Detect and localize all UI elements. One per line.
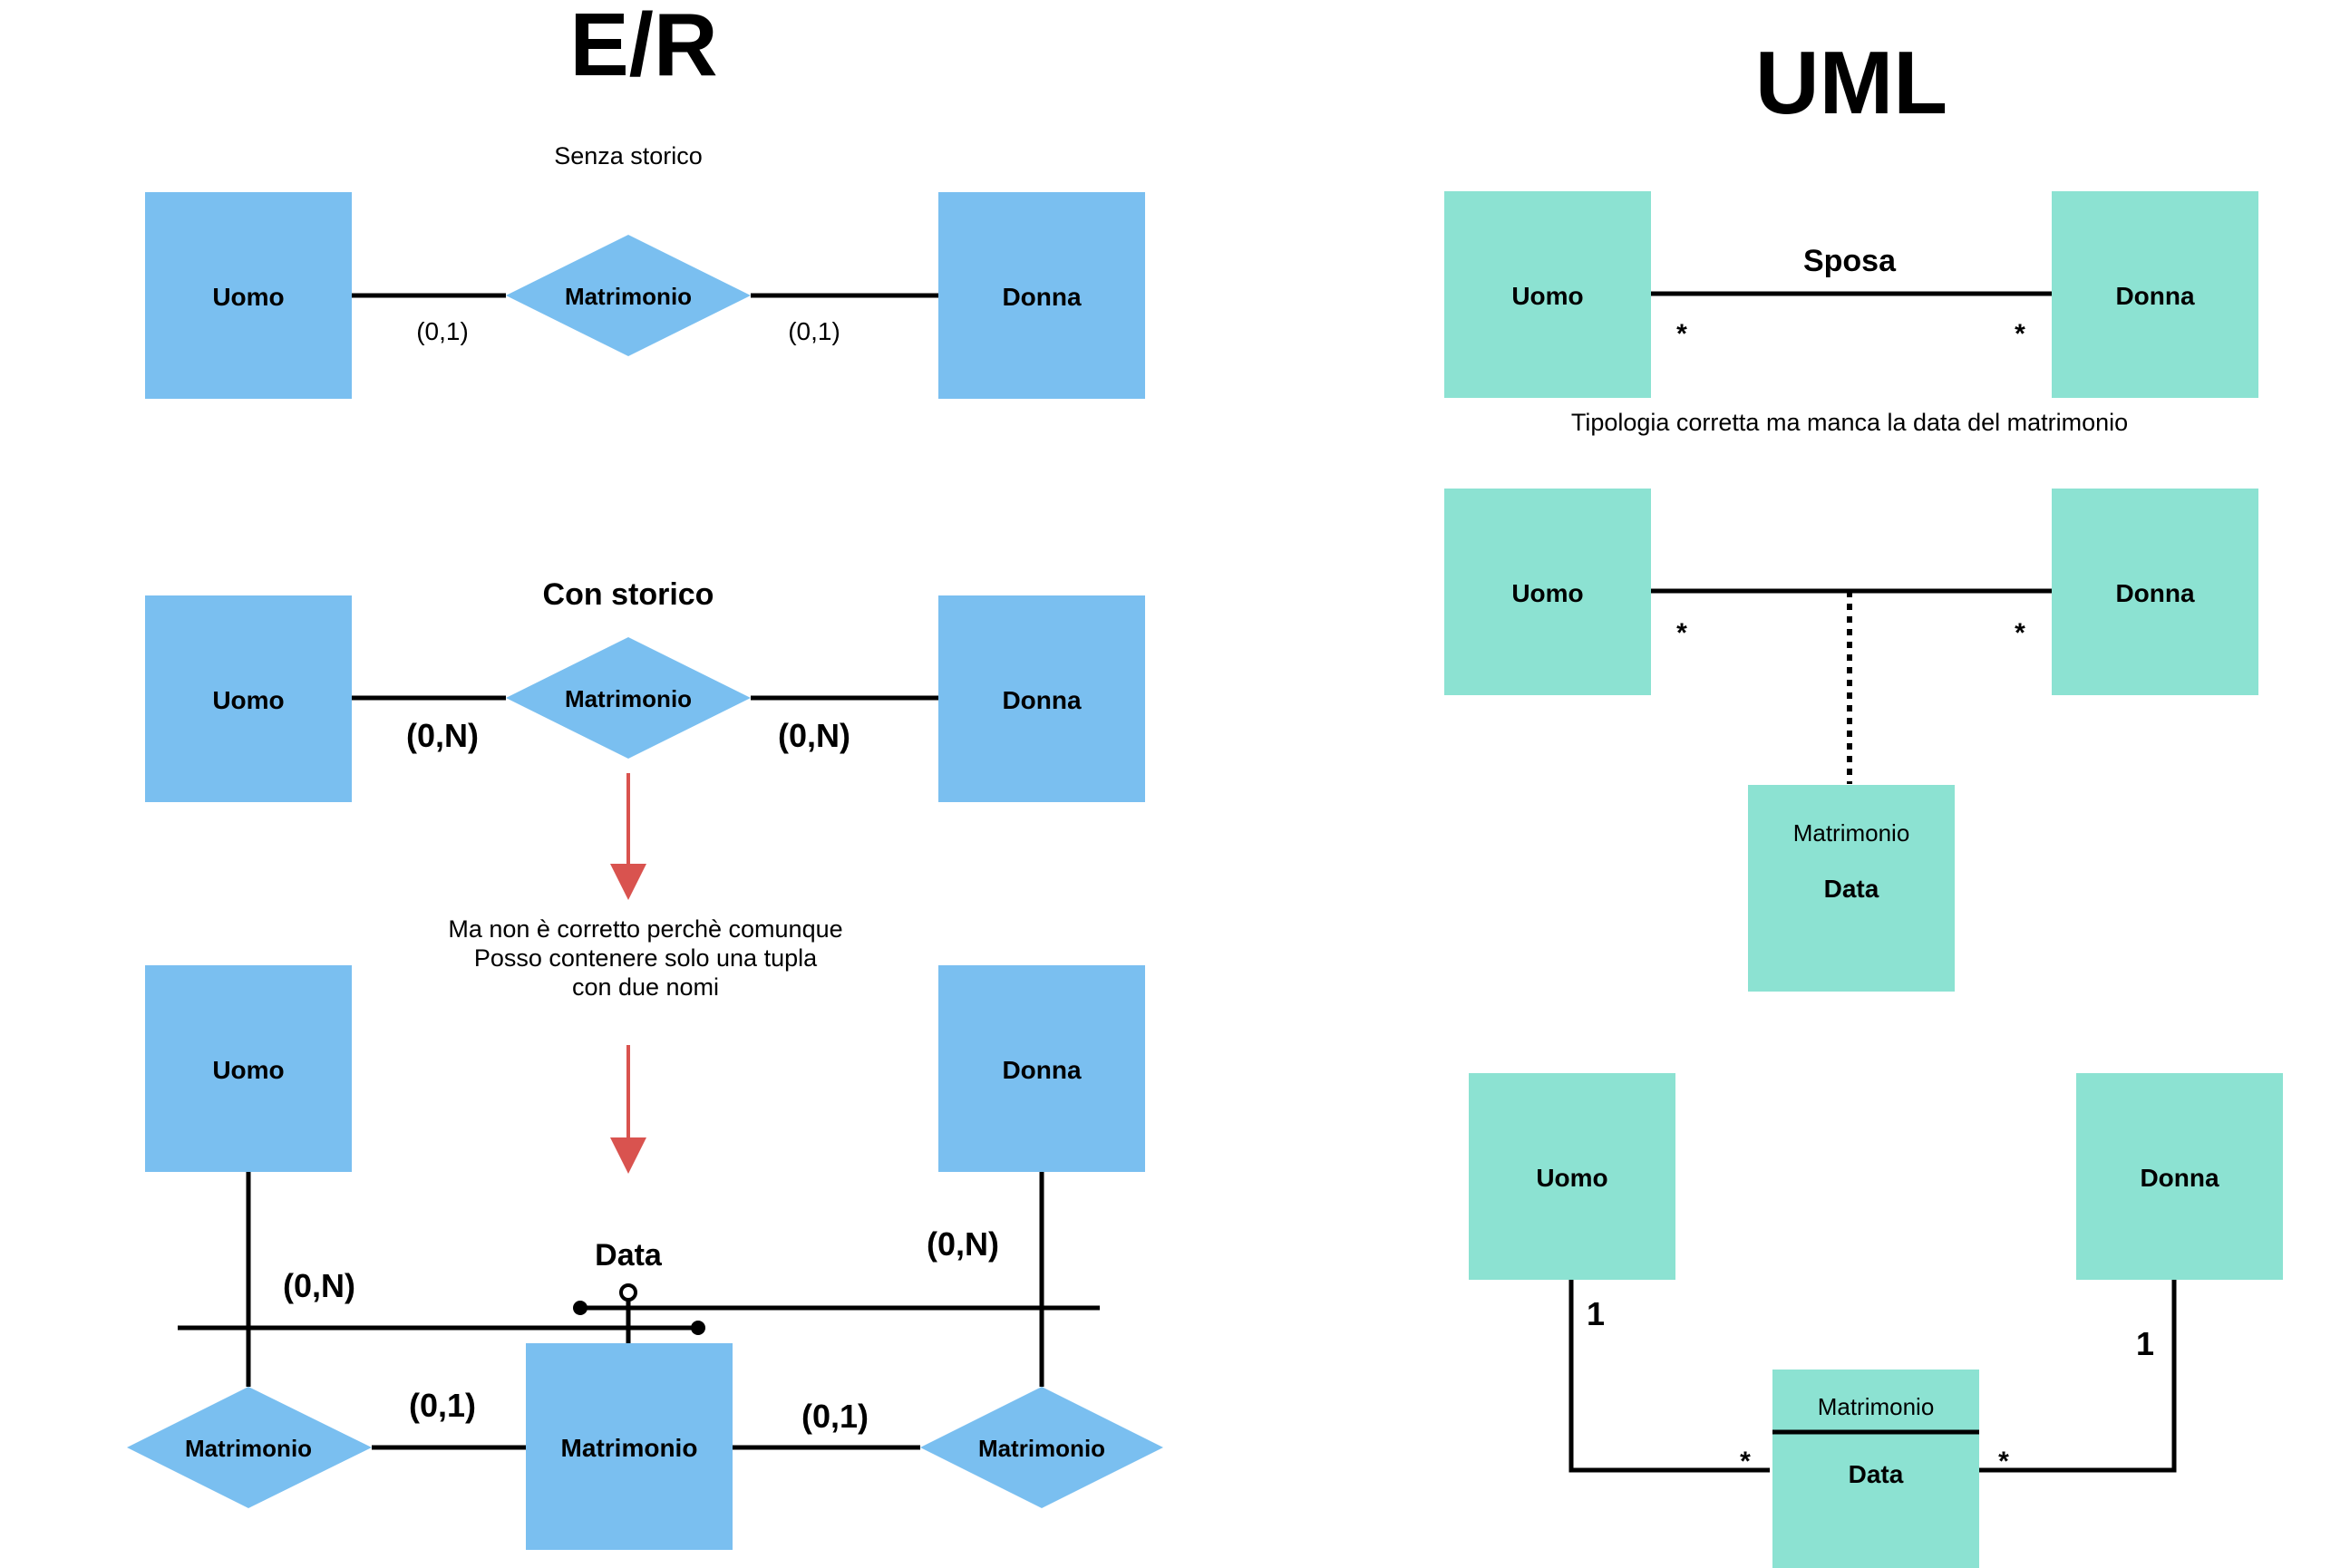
er-relation-label: Matrimonio xyxy=(185,1435,312,1462)
er-entity-donna[interactable] xyxy=(938,595,1145,802)
er-entity-donna[interactable] xyxy=(938,192,1145,399)
uml-class-label: Uomo xyxy=(1536,1164,1607,1192)
uml-multiplicity: * xyxy=(1676,618,1687,648)
uml-association-name: Sposa xyxy=(1803,244,1897,278)
er-relation-label: Matrimonio xyxy=(565,685,692,712)
uml-multiplicity: 1 xyxy=(2136,1325,2154,1362)
uml-class-name: Matrimonio xyxy=(1818,1393,1935,1420)
er-cardinality: (0,1) xyxy=(801,1398,869,1435)
key-dot xyxy=(573,1301,588,1315)
uml-class-matrimonio[interactable] xyxy=(1772,1370,1979,1568)
er-cardinality: (0,1) xyxy=(409,1387,476,1424)
er-cardinality: (0,N) xyxy=(406,717,479,754)
er-relation-matrimonio-left[interactable] xyxy=(127,1387,372,1508)
uml-association-line xyxy=(1975,1278,2177,1473)
uml-class-label: Donna xyxy=(2140,1164,2219,1192)
er-entity-donna[interactable] xyxy=(938,965,1145,1172)
er-entity-label: Uomo xyxy=(212,686,284,714)
er-relation-matrimonio[interactable] xyxy=(506,637,751,759)
uml-caption: Tipologia corretta ma manca la data del … xyxy=(1571,409,2128,436)
er-cardinality: (0,N) xyxy=(283,1267,355,1304)
er-entity-label: Donna xyxy=(1002,1056,1082,1084)
er-section-matrimonio-entity: Data Uomo Donna Matrimonio Matrimonio Ma… xyxy=(127,965,1163,1550)
er-note-line3: con due nomi xyxy=(572,973,719,1001)
uml-class-attribute: Data xyxy=(1824,875,1879,903)
er-relation-matrimonio-right[interactable] xyxy=(920,1387,1163,1508)
uml-multiplicity: 1 xyxy=(1587,1295,1605,1332)
er-note: Ma non è corretto perchè comunque Posso … xyxy=(448,915,842,1001)
uml-association-class-matrimonio[interactable] xyxy=(1748,785,1955,992)
key-dot xyxy=(691,1321,705,1335)
uml-class-label: Uomo xyxy=(1511,282,1583,310)
uml-class-donna[interactable] xyxy=(2052,191,2258,398)
er-entity-label: Donna xyxy=(1002,686,1082,714)
er-note-line2: Posso contenere solo una tupla xyxy=(474,944,818,972)
er-entity-label: Uomo xyxy=(212,283,284,311)
uml-class-uomo[interactable] xyxy=(1469,1073,1675,1280)
er-entity-label: Uomo xyxy=(212,1056,284,1084)
er-section-con-storico: Con storico Uomo Matrimonio Donna (0,N) … xyxy=(145,577,1145,802)
attribute-circle xyxy=(619,1283,637,1302)
uml-class-label: Donna xyxy=(2115,579,2195,607)
uml-multiplicity: * xyxy=(2015,618,2025,648)
er-attribute-data: Data xyxy=(595,1238,663,1273)
uml-section-1: Uomo Donna Sposa * * Tipologia corretta … xyxy=(1444,191,2258,436)
uml-class-name: Matrimonio xyxy=(1793,819,1910,847)
uml-class-label: Uomo xyxy=(1511,579,1583,607)
er-cardinality: (0,1) xyxy=(788,317,840,345)
uml-association-line xyxy=(1568,1278,1770,1473)
er-relation-label: Matrimonio xyxy=(565,283,692,310)
er-section2-subtitle: Con storico xyxy=(543,577,714,612)
er-entity-uomo[interactable] xyxy=(145,192,352,399)
er-note-line1: Ma non è corretto perchè comunque xyxy=(448,915,842,943)
er-cardinality: (0,N) xyxy=(778,717,850,754)
uml-section-3: Uomo Donna Matrimonio Data 1 1 * * xyxy=(1469,1073,2283,1568)
er-title: E/R xyxy=(569,0,717,94)
uml-section-2: Uomo Donna * * Matrimonio Data xyxy=(1444,489,2258,992)
uml-title: UML xyxy=(1755,33,1947,132)
er-entity-matrimonio[interactable] xyxy=(526,1343,733,1550)
uml-class-donna[interactable] xyxy=(2052,489,2258,695)
uml-multiplicity: * xyxy=(1676,319,1687,349)
er-relation-label: Matrimonio xyxy=(978,1435,1105,1462)
uml-class-uomo[interactable] xyxy=(1444,489,1651,695)
er-entity-label: Matrimonio xyxy=(561,1434,698,1462)
er-entity-uomo[interactable] xyxy=(145,595,352,802)
er-entity-uomo[interactable] xyxy=(145,965,352,1172)
uml-class-label: Donna xyxy=(2115,282,2195,310)
uml-multiplicity: * xyxy=(1998,1447,2009,1476)
er-relation-matrimonio[interactable] xyxy=(506,235,751,356)
uml-multiplicity: * xyxy=(1740,1447,1751,1476)
uml-class-attribute: Data xyxy=(1849,1460,1904,1488)
er-section1-subtitle: Senza storico xyxy=(554,142,703,169)
uml-multiplicity: * xyxy=(2015,319,2025,349)
uml-class-donna[interactable] xyxy=(2076,1073,2283,1280)
er-cardinality: (0,1) xyxy=(416,317,469,345)
er-cardinality: (0,N) xyxy=(927,1225,999,1263)
er-entity-label: Donna xyxy=(1002,283,1082,311)
er-section-senza-storico: Senza storico Uomo Matrimonio Donna (0,1… xyxy=(145,142,1145,399)
uml-class-uomo[interactable] xyxy=(1444,191,1651,398)
